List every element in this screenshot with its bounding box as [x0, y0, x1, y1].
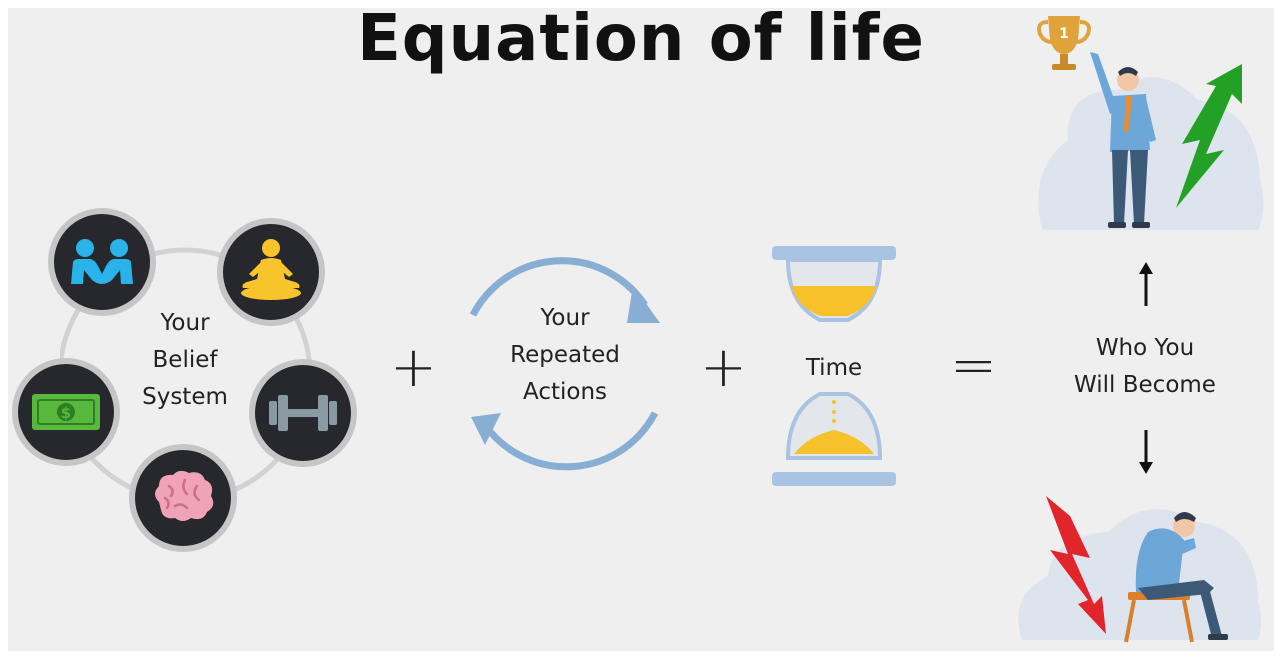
svg-text:$: $: [61, 404, 71, 422]
plus-operator-2: +: [700, 340, 747, 396]
actions-label-line2: Repeated: [485, 337, 645, 374]
success-illustration: 1: [1028, 10, 1268, 232]
outcome-label-line1: Who You: [1040, 330, 1250, 367]
partnership-icon: [48, 208, 156, 316]
time-label: Time: [783, 350, 885, 387]
money-icon: $: [12, 358, 120, 466]
failure-illustration: [1008, 492, 1268, 644]
belief-label-line1: Your: [125, 305, 245, 342]
actions-label-line3: Actions: [485, 374, 645, 411]
arrow-up-icon: [1133, 262, 1159, 310]
dumbbell-icon: [249, 359, 357, 467]
plus-operator-1: +: [390, 340, 437, 396]
belief-label-line2: Belief: [125, 342, 245, 379]
outcome-label-line2: Will Become: [1040, 367, 1250, 404]
trophy-icon: 1: [1039, 16, 1089, 70]
outcome-label: Who You Will Become: [1040, 330, 1250, 404]
actions-label-line1: Your: [485, 300, 645, 337]
equals-operator: =: [950, 338, 997, 394]
repeated-actions-label: Your Repeated Actions: [485, 300, 645, 410]
arrow-down-icon: [1133, 426, 1159, 474]
belief-system-label: Your Belief System: [125, 305, 245, 415]
brain-icon: [129, 444, 237, 552]
svg-text:1: 1: [1059, 26, 1069, 42]
belief-label-line3: System: [125, 379, 245, 416]
